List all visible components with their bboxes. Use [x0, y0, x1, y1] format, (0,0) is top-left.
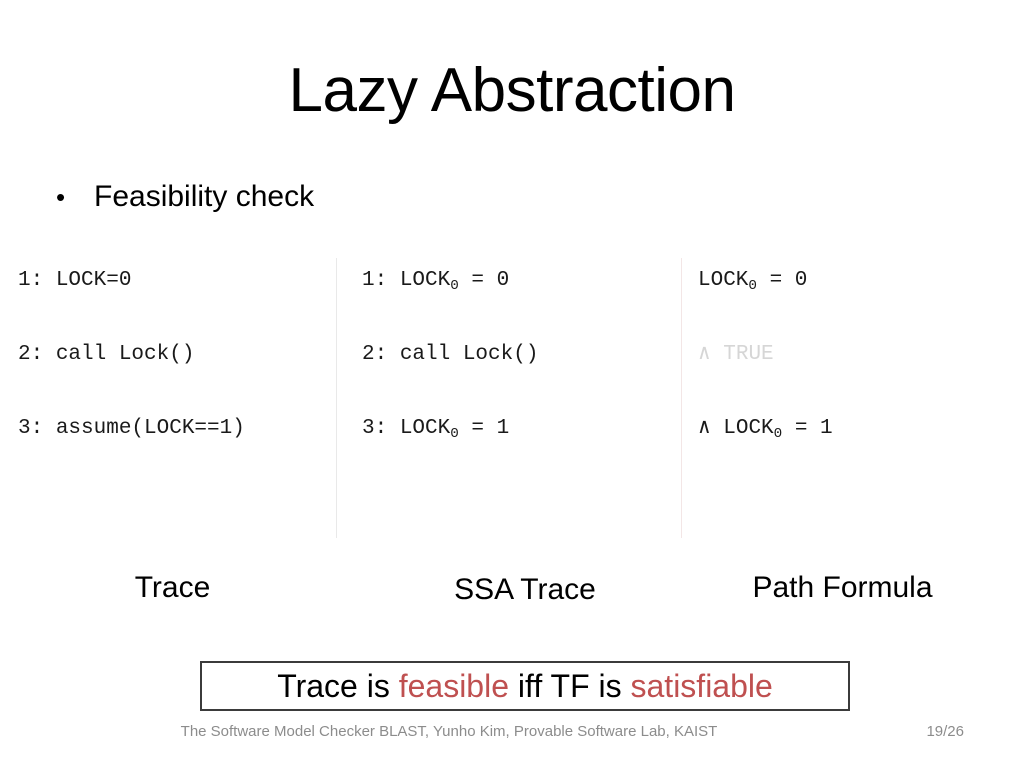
- code-subscript: 0: [748, 277, 757, 294]
- statement-highlight-satisfiable: satisfiable: [630, 668, 773, 704]
- code-column-path-formula: LOCK0 = 0 ∧ TRUE ∧ LOCK0 = 1: [698, 268, 1018, 490]
- column-divider-1: [336, 258, 337, 538]
- statement-part-2: iff TF is: [509, 668, 631, 704]
- bullet-item-label: Feasibility check: [94, 180, 315, 213]
- page-title: Lazy Abstraction: [288, 56, 736, 125]
- column-caption-ssa-trace: SSA Trace: [454, 573, 596, 606]
- code-line: 1: LOCK0 = 0: [362, 269, 510, 294]
- code-line: 1: LOCK=0: [18, 269, 132, 292]
- statement-part-1: Trace is: [277, 668, 399, 704]
- statement-box: Trace is feasible iff TF is satisfiable: [200, 661, 850, 711]
- code-line: LOCK0 = 0: [698, 269, 808, 294]
- code-line: 2: call Lock(): [362, 343, 539, 366]
- statement-highlight-feasible: feasible: [398, 668, 509, 704]
- code-line: ∧ TRUE: [698, 343, 774, 366]
- code-line: ∧ LOCK0 = 1: [698, 417, 833, 442]
- column-caption-trace: Trace: [134, 571, 211, 604]
- footer-note: The Software Model Checker BLAST, Yunho …: [180, 723, 718, 740]
- code-subscript: 0: [450, 277, 459, 294]
- code-line: 2: call Lock(): [18, 343, 195, 366]
- code-line: 3: assume(LOCK==1): [18, 417, 245, 440]
- column-divider-2: [681, 258, 682, 538]
- code-column-ssa-trace: 1: LOCK0 = 0 2: call Lock() 3: LOCK0 = 1: [362, 268, 672, 490]
- code-line: 3: LOCK0 = 1: [362, 417, 510, 442]
- bullet-marker-icon: •: [56, 182, 66, 212]
- page-number: 19/26: [926, 723, 964, 740]
- code-subscript: 0: [450, 425, 459, 442]
- bullet-item: • Feasibility check: [56, 182, 314, 212]
- column-caption-path-formula: Path Formula: [752, 571, 933, 604]
- statement-text: Trace is feasible iff TF is satisfiable: [277, 670, 773, 702]
- code-column-trace: 1: LOCK=0 2: call Lock() 3: assume(LOCK==1…: [18, 268, 328, 490]
- code-subscript: 0: [773, 425, 783, 442]
